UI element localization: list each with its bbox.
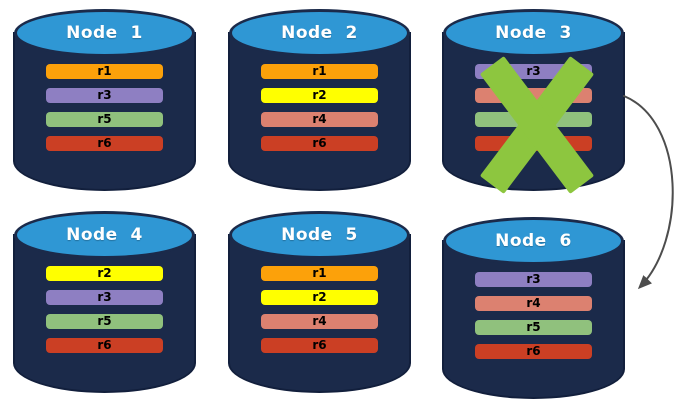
replica-bar-r6: r6 — [46, 338, 163, 353]
replica-bar-r3: r3 — [46, 88, 163, 103]
cylinder-body — [442, 240, 625, 399]
replica-bar-list: r1 r3 r5 r6 — [46, 64, 163, 151]
replica-bar-r4: r4 — [261, 112, 378, 127]
cylinder-body — [228, 234, 411, 393]
node-2-cylinder: Node 2 r1 r2 r4 r6 — [228, 8, 411, 191]
cylinder-body — [13, 234, 196, 393]
replica-bar-r6: r6 — [261, 338, 378, 353]
replica-bar-list: r2 r3 r5 r6 — [46, 266, 163, 353]
x-mark-icon — [442, 8, 625, 194]
node-6-cylinder: Node 6 r3 r4 r5 r6 — [442, 216, 625, 399]
node-title: Node 1 — [66, 23, 143, 43]
node-1-cylinder: Node 1 r1 r3 r5 r6 — [13, 8, 196, 191]
replica-bar-list: r3 r4 r5 r6 — [475, 272, 592, 359]
replica-bar-r4: r4 — [475, 296, 592, 311]
replica-bar-r6: r6 — [261, 136, 378, 151]
cylinder-top: Node 6 — [443, 217, 624, 265]
replica-bar-r3: r3 — [46, 290, 163, 305]
replica-bar-r5: r5 — [46, 314, 163, 329]
cylinder-body — [228, 32, 411, 191]
node-3-cylinder-failed: Node 3 r3 — [442, 8, 625, 194]
node-5-cylinder: Node 5 r1 r2 r4 r6 — [228, 210, 411, 393]
replica-bar-r3: r3 — [475, 272, 592, 287]
replica-bar-r2: r2 — [261, 290, 378, 305]
cylinder-top: Node 3 — [443, 9, 624, 57]
replica-bar-r1: r1 — [46, 64, 163, 79]
failover-arrow-path — [623, 95, 674, 290]
cylinder-top: Node 2 — [229, 9, 410, 57]
cylinder-top: Node 4 — [14, 211, 195, 259]
node-title: Node 4 — [66, 225, 143, 245]
cylinder-top: Node 1 — [14, 9, 195, 57]
node-title: Node 3 — [495, 23, 572, 43]
node-4-cylinder: Node 4 r2 r3 r5 r6 — [13, 210, 196, 393]
node-title: Node 6 — [495, 231, 572, 251]
replica-bar-r2: r2 — [261, 88, 378, 103]
replica-bar-r6: r6 — [46, 136, 163, 151]
replica-bar-r1: r1 — [261, 64, 378, 79]
node-title: Node 5 — [281, 225, 358, 245]
replica-bar-r1: r1 — [261, 266, 378, 281]
replica-bar-r6: r6 — [475, 344, 592, 359]
replica-bar-r5: r5 — [475, 320, 592, 335]
replica-bar-r5: r5 — [46, 112, 163, 127]
replica-bar-r4: r4 — [261, 314, 378, 329]
replica-bar-list: r1 r2 r4 r6 — [261, 64, 378, 151]
cylinder-top: Node 5 — [229, 211, 410, 259]
replica-bar-list: r1 r2 r4 r6 — [261, 266, 378, 353]
replica-bar-r2: r2 — [46, 266, 163, 281]
node-title: Node 2 — [281, 23, 358, 43]
